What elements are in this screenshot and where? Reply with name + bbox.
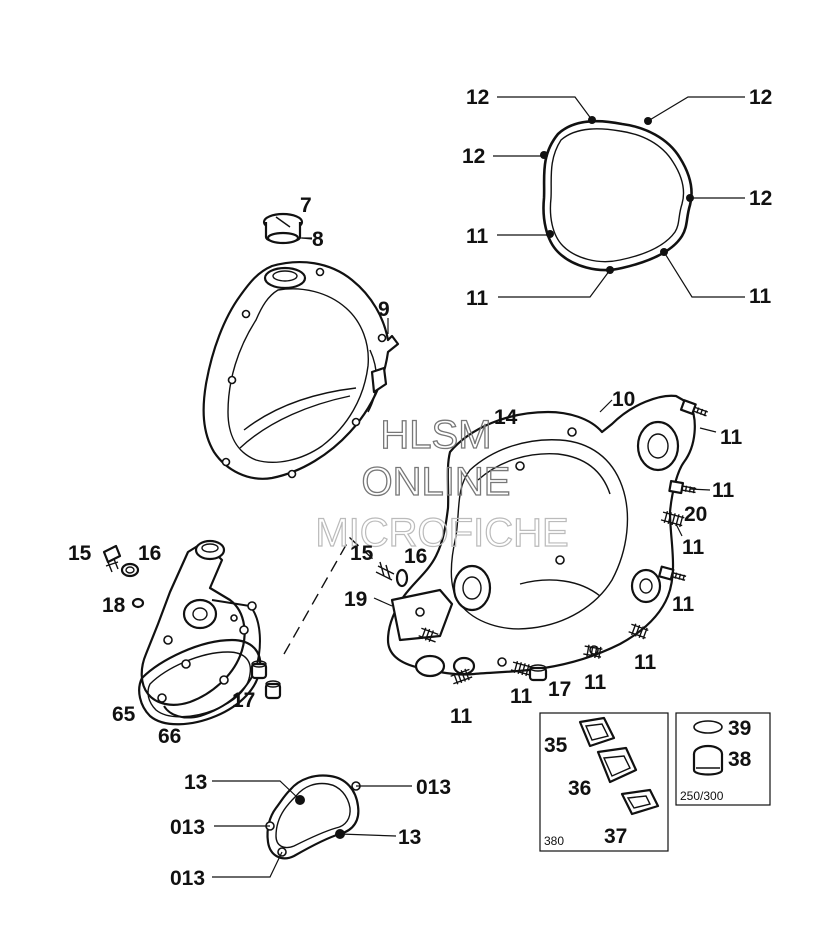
callout-19: 19 xyxy=(344,588,367,611)
callout-12: 12 xyxy=(466,86,489,109)
watermark-line-3: MICROFICHE xyxy=(315,511,568,555)
callout-37: 37 xyxy=(604,825,627,848)
callout-11: 11 xyxy=(466,287,489,310)
ignition-cover-gasket xyxy=(493,96,745,298)
dowel-sleeves xyxy=(250,660,282,700)
callout-11: 11 xyxy=(720,426,743,449)
callout-17: 17 xyxy=(548,678,571,701)
callout-17: 17 xyxy=(232,689,255,712)
callout-15: 15 xyxy=(350,542,374,565)
callout-16: 16 xyxy=(138,542,161,565)
bottom-gasket xyxy=(212,774,412,878)
inset-caption-380: 380 xyxy=(544,834,564,848)
inset-box-250-300 xyxy=(675,712,771,806)
callout-15: 15 xyxy=(68,542,92,565)
callout-11: 11 xyxy=(584,671,607,694)
cover-bolts xyxy=(418,399,709,685)
callout-36: 36 xyxy=(568,777,591,800)
assembly-line xyxy=(283,536,375,655)
callout-8: 8 xyxy=(312,228,324,251)
callout-16: 16 xyxy=(404,545,427,568)
watermark-line-1: HLSM xyxy=(380,413,491,457)
callout-20: 20 xyxy=(684,503,707,526)
callout-013: 013 xyxy=(170,867,205,890)
callout-7: 7 xyxy=(300,194,312,217)
callout-013: 013 xyxy=(416,776,451,799)
outer-cover xyxy=(202,260,400,480)
clutch-cover xyxy=(386,394,696,678)
callout-38: 38 xyxy=(728,748,752,771)
callout-11: 11 xyxy=(672,593,695,616)
drain-plug-left xyxy=(102,544,145,609)
callout-12: 12 xyxy=(749,86,772,109)
inset-box-380 xyxy=(539,712,669,852)
filler-plug xyxy=(262,212,312,245)
callout-10: 10 xyxy=(612,388,635,411)
callout-13: 13 xyxy=(398,826,421,849)
watermark-line-2: ONLINE xyxy=(362,460,511,504)
drain-plug-right xyxy=(375,561,409,588)
callout-11: 11 xyxy=(712,479,735,502)
callout-12: 12 xyxy=(749,187,772,210)
callout-9: 9 xyxy=(378,298,390,321)
callout-11: 11 xyxy=(510,685,533,708)
callout-39: 39 xyxy=(728,717,751,740)
callout-13: 13 xyxy=(184,771,207,794)
callout-66: 66 xyxy=(158,725,181,748)
watermark: HLSM ONLINE MICROFICHE xyxy=(315,412,570,555)
callout-11: 11 xyxy=(749,285,772,308)
callout-11: 11 xyxy=(466,225,489,248)
callout-leaders xyxy=(301,237,717,607)
callout-35: 35 xyxy=(544,734,568,757)
callout-11: 11 xyxy=(450,705,473,728)
callout-12: 12 xyxy=(462,145,485,168)
callout-65: 65 xyxy=(112,703,136,726)
callout-11: 11 xyxy=(634,651,657,674)
water-pump-cover xyxy=(138,539,262,726)
callout-11: 11 xyxy=(682,536,705,559)
callout-013: 013 xyxy=(170,816,205,839)
callout-18: 18 xyxy=(102,594,126,617)
water-pump-gasket xyxy=(163,599,261,719)
inset-caption-250-300: 250/300 xyxy=(680,789,724,803)
callout-14: 14 xyxy=(494,406,518,429)
callout-labels: 12 12 12 12 11 11 11 7 8 9 10 14 11 11 2… xyxy=(68,86,772,890)
